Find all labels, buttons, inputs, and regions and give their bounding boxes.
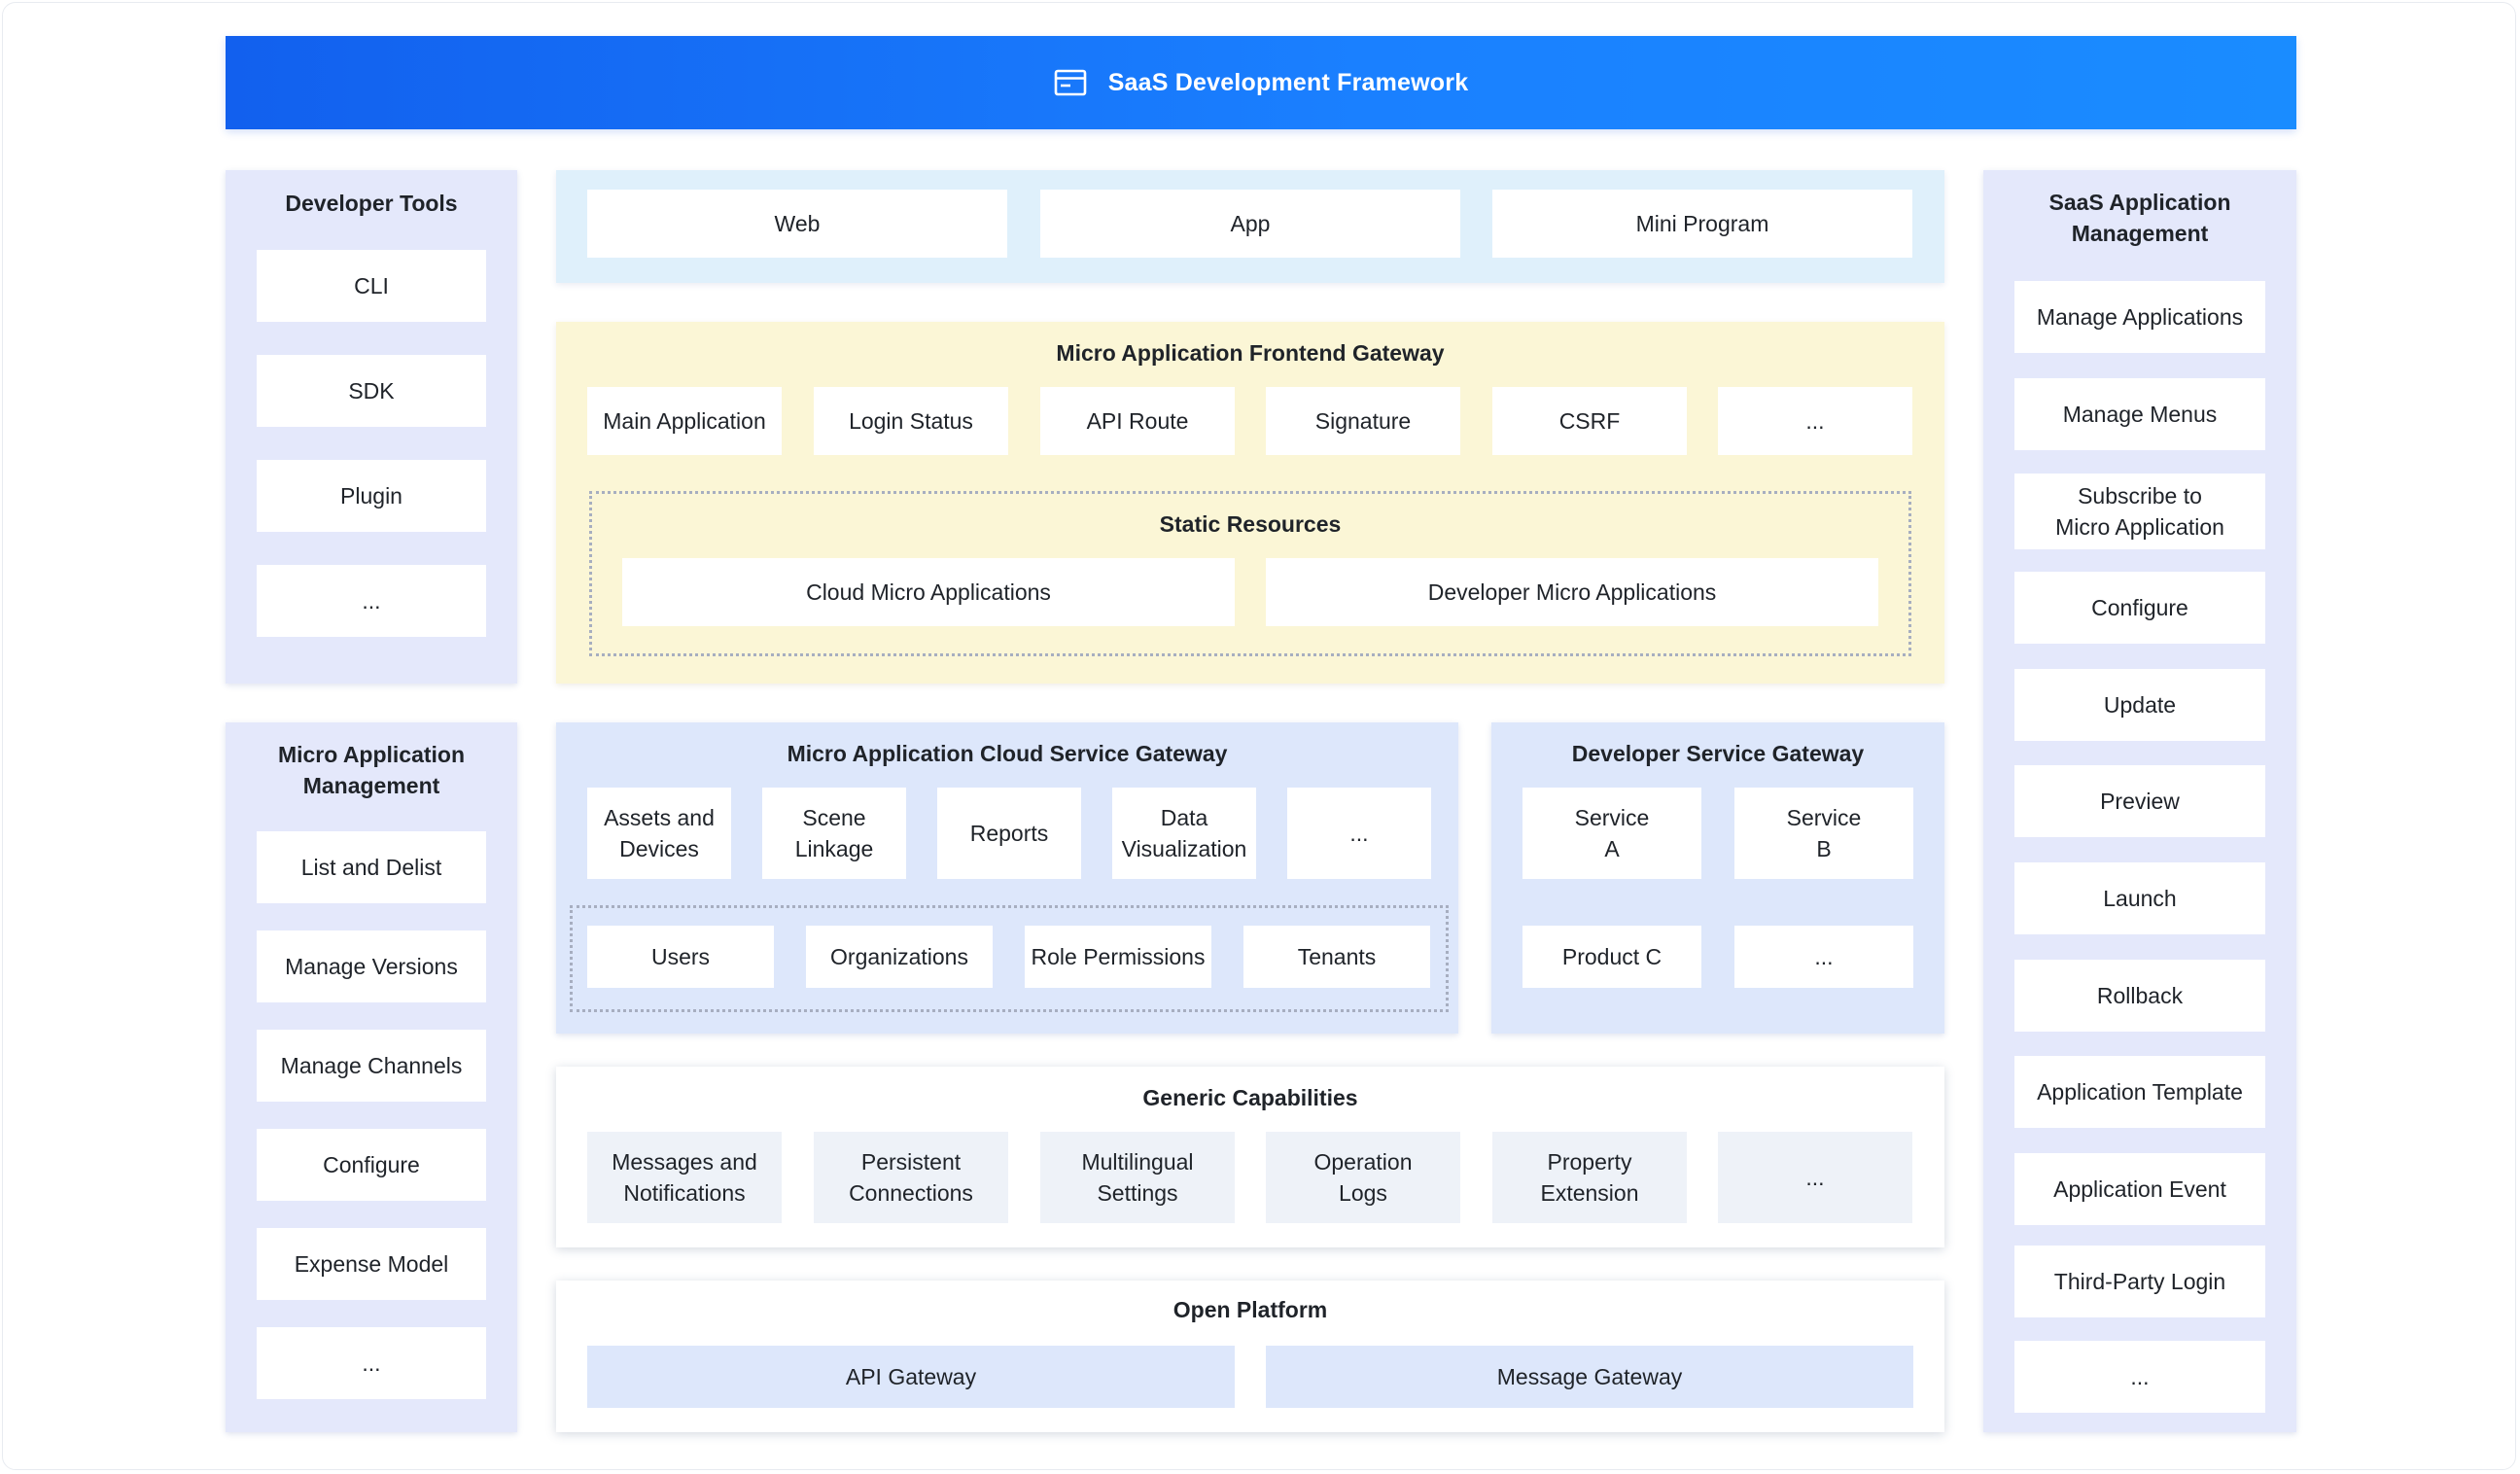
- saas-management-item: Update: [2014, 669, 2265, 741]
- developer-tools-title: Developer Tools: [285, 191, 458, 216]
- message-gateway: Message Gateway: [1266, 1346, 1913, 1408]
- developer-tool-plugin: Plugin: [257, 460, 486, 532]
- developer-tool-sdk: SDK: [257, 355, 486, 427]
- cloud-service-item: Scene Linkage: [762, 788, 906, 879]
- mam-item: List and Delist: [257, 831, 486, 903]
- capability-item: Property Extension: [1492, 1132, 1687, 1223]
- frontend-gateway-item: Main Application: [587, 387, 782, 455]
- capability-item: Operation Logs: [1266, 1132, 1460, 1223]
- frontend-gateway-item: Signature: [1266, 387, 1460, 455]
- window-icon: [1054, 69, 1087, 96]
- open-platform-panel: Open Platform API Gateway Message Gatewa…: [556, 1281, 1944, 1432]
- micro-app-management-title: Micro Application Management: [277, 742, 466, 798]
- mam-item: Configure: [257, 1129, 486, 1201]
- cloud-service-gateway-title: Micro Application Cloud Service Gateway: [787, 741, 1228, 766]
- clients-panel: Web App Mini Program: [556, 170, 1944, 283]
- saas-management-item: ...: [2014, 1341, 2265, 1413]
- static-resource-item: Cloud Micro Applications: [622, 558, 1235, 626]
- saas-management-item: Rollback: [2014, 960, 2265, 1032]
- frontend-gateway-item: CSRF: [1492, 387, 1687, 455]
- capability-item: ...: [1718, 1132, 1912, 1223]
- static-resources-group: [589, 491, 1911, 656]
- account-services-group: [570, 905, 1449, 1012]
- cloud-service-gateway-panel: Micro Application Cloud Service Gateway …: [556, 722, 1458, 1034]
- developer-service-item: ...: [1734, 926, 1913, 988]
- saas-management-item: Application Template: [2014, 1056, 2265, 1128]
- client-mini-program: Mini Program: [1492, 190, 1912, 258]
- saas-management-item: Application Event: [2014, 1153, 2265, 1225]
- mam-item: Expense Model: [257, 1228, 486, 1300]
- frontend-gateway-title: Micro Application Frontend Gateway: [1056, 340, 1445, 366]
- account-service-item: Tenants: [1243, 926, 1430, 988]
- frontend-gateway-item: Login Status: [814, 387, 1008, 455]
- micro-app-management-panel: Micro Application Management List and De…: [226, 722, 517, 1432]
- generic-capabilities-panel: Generic Capabilities Messages and Notifi…: [556, 1067, 1944, 1247]
- frontend-gateway-panel: Micro Application Frontend Gateway Main …: [556, 322, 1944, 684]
- account-service-item: Organizations: [806, 926, 993, 988]
- framework-banner: SaaS Development Framework: [226, 36, 2296, 129]
- saas-management-item: Manage Applications: [2014, 281, 2265, 353]
- saas-management-item: Third-Party Login: [2014, 1246, 2265, 1317]
- saas-management-item: Configure: [2014, 572, 2265, 644]
- cloud-service-item: Data Visualization: [1112, 788, 1256, 879]
- capability-item: Multilingual Settings: [1040, 1132, 1235, 1223]
- frontend-gateway-item: ...: [1718, 387, 1912, 455]
- open-platform-title: Open Platform: [1172, 1297, 1328, 1322]
- saas-management-item: Preview: [2014, 765, 2265, 837]
- static-resource-item: Developer Micro Applications: [1266, 558, 1878, 626]
- cloud-service-item: Assets and Devices: [587, 788, 731, 879]
- banner-title: SaaS Development Framework: [1107, 68, 1469, 96]
- saas-app-management-title: SaaS Application Management: [2048, 190, 2231, 246]
- developer-tool-cli: CLI: [257, 250, 486, 322]
- generic-capabilities-title: Generic Capabilities: [1142, 1085, 1358, 1110]
- cloud-service-item: ...: [1287, 788, 1431, 879]
- saas-management-item: Subscribe to Micro Application: [2014, 474, 2265, 549]
- cloud-service-item: Reports: [937, 788, 1081, 879]
- developer-service-item: Service B: [1734, 788, 1913, 879]
- mam-item: Manage Versions: [257, 930, 486, 1002]
- developer-service-item: Service A: [1522, 788, 1701, 879]
- static-resources-title: Static Resources: [1159, 511, 1342, 537]
- capability-item: Messages and Notifications: [587, 1132, 782, 1223]
- mam-item: ...: [257, 1327, 486, 1399]
- saas-management-item: Launch: [2014, 862, 2265, 934]
- saas-management-item: Manage Menus: [2014, 378, 2265, 450]
- developer-tools-panel: Developer Tools CLI SDK Plugin ...: [226, 170, 517, 684]
- saas-app-management-panel: SaaS Application Management Manage Appli…: [1983, 170, 2296, 1432]
- developer-service-gateway-panel: Developer Service Gateway Service A Serv…: [1491, 722, 1944, 1034]
- mam-item: Manage Channels: [257, 1030, 486, 1102]
- account-service-item: Role Permissions: [1025, 926, 1211, 988]
- developer-service-gateway-title: Developer Service Gateway: [1571, 741, 1865, 766]
- developer-tool-more: ...: [257, 565, 486, 637]
- capability-item: Persistent Connections: [814, 1132, 1008, 1223]
- client-app: App: [1040, 190, 1460, 258]
- client-web: Web: [587, 190, 1007, 258]
- frontend-gateway-item: API Route: [1040, 387, 1235, 455]
- account-service-item: Users: [587, 926, 774, 988]
- api-gateway: API Gateway: [587, 1346, 1235, 1408]
- developer-service-item: Product C: [1522, 926, 1701, 988]
